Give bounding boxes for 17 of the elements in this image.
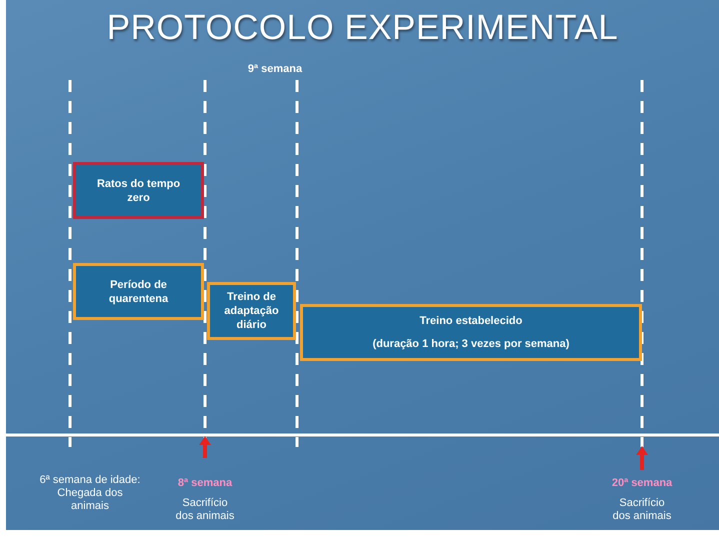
timeline-label: 6ª semana de idade:: [38, 474, 142, 487]
box-text: Treino de adaptação diário: [224, 290, 279, 332]
timeline-label: 9ª semana: [246, 63, 304, 76]
phase-box: [73, 162, 204, 219]
box-text: Treino estabelecido: [420, 314, 522, 328]
timeline-label: 20ª semana: [610, 477, 674, 490]
box-text: (duração 1 hora; 3 vezes por semana): [372, 337, 570, 351]
phase-box: [73, 263, 204, 320]
timeline-label: Sacrifício dos animais: [174, 497, 236, 523]
timeline-label: Chegada dos animais: [56, 487, 124, 513]
phase-box: [300, 304, 642, 361]
timeline-label: 8ª semana: [176, 477, 234, 490]
timeline-label: Sacrifício dos animais: [612, 497, 672, 523]
title: PROTOCOLO EXPERIMENTAL: [106, 8, 620, 48]
box-text: Período de quarentena: [108, 278, 170, 306]
phase-box: [207, 282, 296, 340]
box-text: Ratos do tempo zero: [96, 176, 182, 204]
